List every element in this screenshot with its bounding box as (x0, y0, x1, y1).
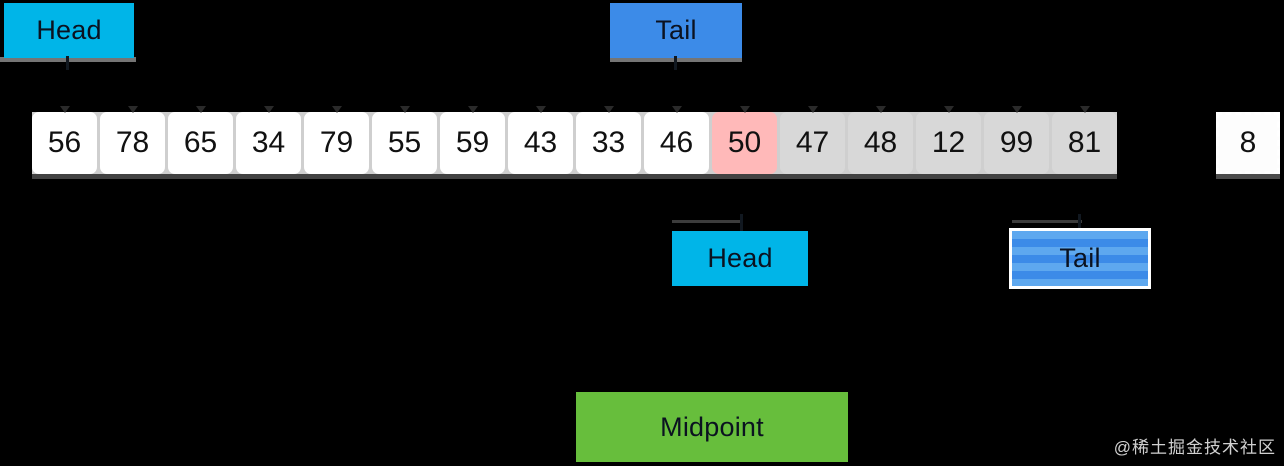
array-cell-value: 59 (440, 112, 505, 174)
tail-bottom-connector (1078, 214, 1081, 234)
array-cell-value: 43 (508, 112, 573, 174)
array-cell[interactable]: 34 (236, 112, 301, 174)
array-cell-value: 99 (984, 112, 1049, 174)
array-cell[interactable]: 59 (440, 112, 505, 174)
watermark-text: @稀土掘金技术社区 (1113, 438, 1276, 457)
array-cell[interactable]: 99 (984, 112, 1049, 174)
tail-pointer-bottom[interactable]: Tail (1009, 228, 1151, 289)
array-cell[interactable]: 12 (916, 112, 981, 174)
array-cell-value: 50 (712, 112, 777, 174)
array-cell[interactable]: 79 (304, 112, 369, 174)
array-cell[interactable]: 65 (168, 112, 233, 174)
array-cell-value: 65 (168, 112, 233, 174)
array-cell[interactable]: 46 (644, 112, 709, 174)
array-cell-value: 81 (1052, 112, 1117, 174)
array-cell-value: 33 (576, 112, 641, 174)
array-cell[interactable]: 43 (508, 112, 573, 174)
array-cell[interactable]: 47 (780, 112, 845, 174)
array-cell[interactable]: 55 (372, 112, 437, 174)
array-cell-value: 55 (372, 112, 437, 174)
midpoint-label[interactable]: Midpoint (576, 392, 848, 462)
array-cell-value: 47 (780, 112, 845, 174)
array-cell-value: 79 (304, 112, 369, 174)
array-cell-value: 48 (848, 112, 913, 174)
array-cell[interactable]: 33 (576, 112, 641, 174)
head-top-connector (66, 56, 69, 70)
tail-pointer-top[interactable]: Tail (610, 3, 742, 58)
array-cell[interactable]: 81 (1052, 112, 1117, 174)
array-cell[interactable]: 56 (32, 112, 97, 174)
head-bottom-connector (740, 214, 743, 234)
tail-top-connector (674, 56, 677, 70)
array-cell[interactable]: 78 (100, 112, 165, 174)
tail-bottom-guide (1012, 220, 1082, 223)
head-pointer-top[interactable]: Head (4, 3, 134, 58)
array-cell[interactable]: 48 (848, 112, 913, 174)
array-cell-value: 34 (236, 112, 301, 174)
array-cell-value: 56 (32, 112, 97, 174)
array-cell-value: 46 (644, 112, 709, 174)
array-cell-value: 78 (100, 112, 165, 174)
head-pointer-bottom[interactable]: Head (672, 231, 808, 286)
array-cell[interactable]: 50 (712, 112, 777, 174)
detached-array-cell[interactable]: 8 (1216, 112, 1280, 174)
array-cell-value: 12 (916, 112, 981, 174)
head-bottom-guide (672, 220, 742, 223)
